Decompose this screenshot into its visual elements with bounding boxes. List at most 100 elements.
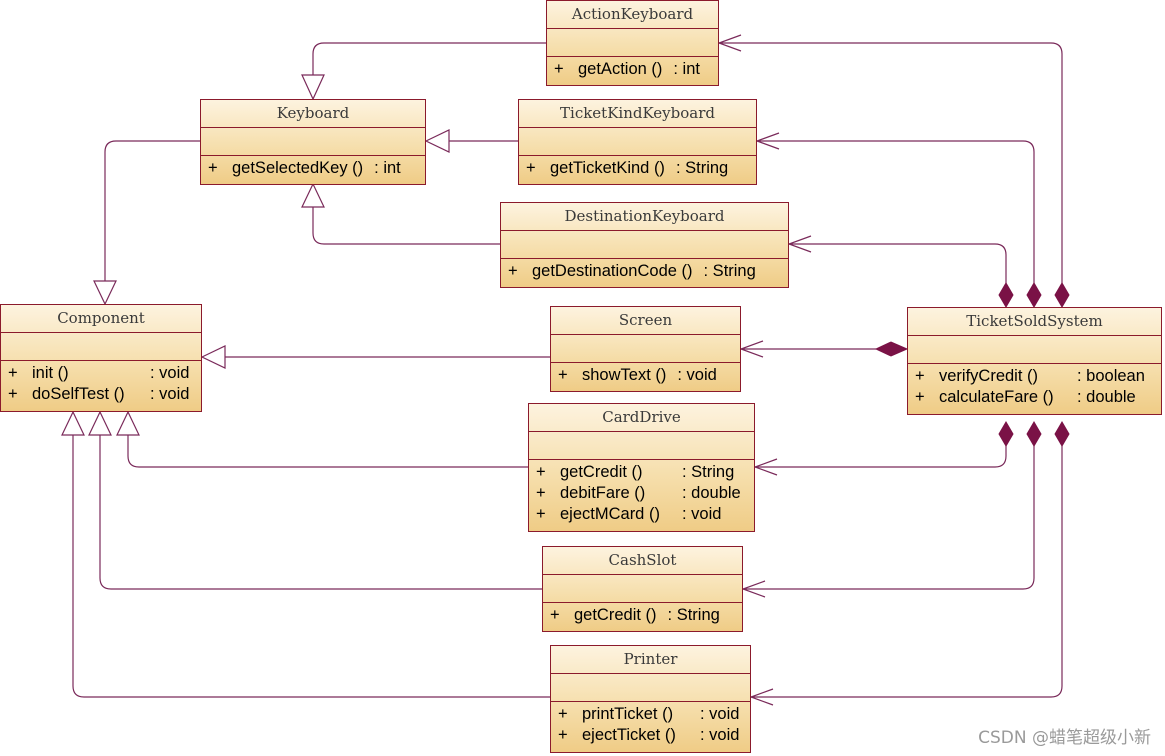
composition-diamond-top-1 <box>998 282 1014 308</box>
attributes-compartment <box>908 336 1161 364</box>
attributes-compartment <box>551 674 750 702</box>
class-card-drive[interactable]: CardDrive + getCredit () : String + debi… <box>528 403 755 532</box>
generalization-head-component-bottom-1 <box>61 410 85 436</box>
visibility-marker: + <box>8 385 18 403</box>
operation-return-type: : void <box>700 726 740 744</box>
operation-name: getAction () <box>578 60 663 78</box>
visibility-marker: + <box>915 367 925 385</box>
operation-return-type: : boolean <box>1077 367 1145 385</box>
attributes-compartment <box>551 335 740 363</box>
class-component[interactable]: Component + init () : void + doSelfTest … <box>0 304 202 412</box>
operation-return-type: : void <box>677 366 717 384</box>
attributes-compartment <box>519 128 756 156</box>
visibility-marker: + <box>558 705 568 723</box>
operation-row: + getTicketKind () : String <box>519 158 756 179</box>
arrow-head-actionkeyboard <box>717 34 742 52</box>
operation-name: printTicket () <box>582 705 674 723</box>
operation-return-type: : void <box>150 364 190 382</box>
operation-name: doSelfTest () <box>32 385 125 403</box>
visibility-marker: + <box>208 159 218 177</box>
visibility-marker: + <box>915 388 925 406</box>
operations-compartment: + verifyCredit () : boolean + calculateF… <box>908 364 1161 408</box>
operations-compartment: + getAction () : int <box>547 57 718 80</box>
operation-name: ejectTicket () <box>582 726 676 744</box>
class-ticket-kind-keyboard[interactable]: TicketKindKeyboard + getTicketKind () : … <box>518 99 757 185</box>
class-destination-keyboard[interactable]: DestinationKeyboard + getDestinationCode… <box>500 202 789 288</box>
operation-row: + debitFare () : double <box>529 483 754 504</box>
visibility-marker: + <box>8 364 18 382</box>
class-name: Keyboard <box>201 100 425 128</box>
generalization-head-component-bottom-3 <box>116 410 140 436</box>
attributes-compartment <box>547 29 718 57</box>
operations-compartment: + getTicketKind () : String <box>519 156 756 179</box>
operations-compartment: + getDestinationCode () : String <box>501 259 788 282</box>
generalization-printer-component <box>72 435 550 698</box>
operation-row: + ejectTicket () : void <box>551 725 750 746</box>
generalization-head-component-top <box>93 280 117 306</box>
class-ticket-sold-system[interactable]: TicketSoldSystem + verifyCredit () : boo… <box>907 307 1162 415</box>
operation-return-type: : String <box>703 262 756 280</box>
attributes-compartment <box>529 432 754 460</box>
composition-tss-destinationkeyboard <box>789 243 1007 283</box>
class-name: DestinationKeyboard <box>501 203 788 231</box>
class-name: TicketSoldSystem <box>908 308 1161 336</box>
arrow-head-ticketkindkeyboard <box>755 132 780 150</box>
visibility-marker: + <box>536 484 546 502</box>
operation-row: + verifyCredit () : boolean <box>908 366 1161 387</box>
operation-return-type: : int <box>673 60 700 78</box>
operations-compartment: + showText () : void <box>551 363 740 386</box>
operation-return-type: : String <box>675 159 729 177</box>
operation-return-type: : void <box>150 385 190 403</box>
operation-name: getDestinationCode () <box>532 262 693 280</box>
arrow-head-screen <box>739 340 764 358</box>
operations-compartment: + getSelectedKey () : int <box>201 156 425 179</box>
class-action-keyboard[interactable]: ActionKeyboard + getAction () : int <box>546 0 719 86</box>
composition-diamond-top-3 <box>1054 282 1070 308</box>
visibility-marker: + <box>508 262 518 280</box>
operation-name: getSelectedKey () <box>232 159 364 177</box>
attributes-compartment <box>1 333 201 361</box>
visibility-marker: + <box>536 505 546 523</box>
class-cash-slot[interactable]: CashSlot + getCredit () : String <box>542 546 743 632</box>
class-name: CardDrive <box>529 404 754 432</box>
operation-row: + getAction () : int <box>547 59 718 80</box>
visibility-marker: + <box>558 726 568 744</box>
operation-return-type: : int <box>374 159 401 177</box>
composition-diamond-top-2 <box>1026 282 1042 308</box>
class-name: Printer <box>551 646 750 674</box>
generalization-actionkeyboard-keyboard <box>312 42 546 75</box>
composition-tss-printer <box>751 446 1063 698</box>
class-name: TicketKindKeyboard <box>519 100 756 128</box>
class-name: CashSlot <box>543 547 742 575</box>
operation-name: getCredit () <box>560 463 643 481</box>
visibility-marker: + <box>536 463 546 481</box>
operation-row: + showText () : void <box>551 365 740 386</box>
operations-compartment: + printTicket () : void + ejectTicket ()… <box>551 702 750 746</box>
visibility-marker: + <box>550 606 560 624</box>
operation-name: ejectMCard () <box>560 505 660 523</box>
class-keyboard[interactable]: Keyboard + getSelectedKey () : int <box>200 99 426 185</box>
operation-row: + calculateFare () : double <box>908 387 1161 408</box>
operation-name: calculateFare () <box>939 388 1054 406</box>
operation-row: + ejectMCard () : void <box>529 504 754 525</box>
operation-row: + getCredit () : String <box>529 462 754 483</box>
operation-name: debitFare () <box>560 484 646 502</box>
operation-return-type: : double <box>682 484 741 502</box>
composition-diamond-bottom-3 <box>1054 421 1070 447</box>
operation-row: + getSelectedKey () : int <box>201 158 425 179</box>
generalization-destinationkeyboard-keyboard <box>312 207 500 245</box>
visibility-marker: + <box>554 60 564 78</box>
visibility-marker: + <box>558 366 568 384</box>
operation-return-type: : void <box>682 505 722 523</box>
attributes-compartment <box>501 231 788 259</box>
generalization-head-component-right <box>200 345 226 369</box>
attributes-compartment <box>201 128 425 156</box>
watermark: CSDN @蜡笔超级小新 <box>978 728 1151 748</box>
operations-compartment: + getCredit () : String + debitFare () :… <box>529 460 754 525</box>
class-name: Screen <box>551 307 740 335</box>
class-printer[interactable]: Printer + printTicket () : void + ejectT… <box>550 645 751 753</box>
operation-name: init () <box>32 364 69 382</box>
class-screen[interactable]: Screen + showText () : void <box>550 306 741 392</box>
operation-row: + printTicket () : void <box>551 704 750 725</box>
generalization-head-keyboard-bottom <box>301 182 325 208</box>
